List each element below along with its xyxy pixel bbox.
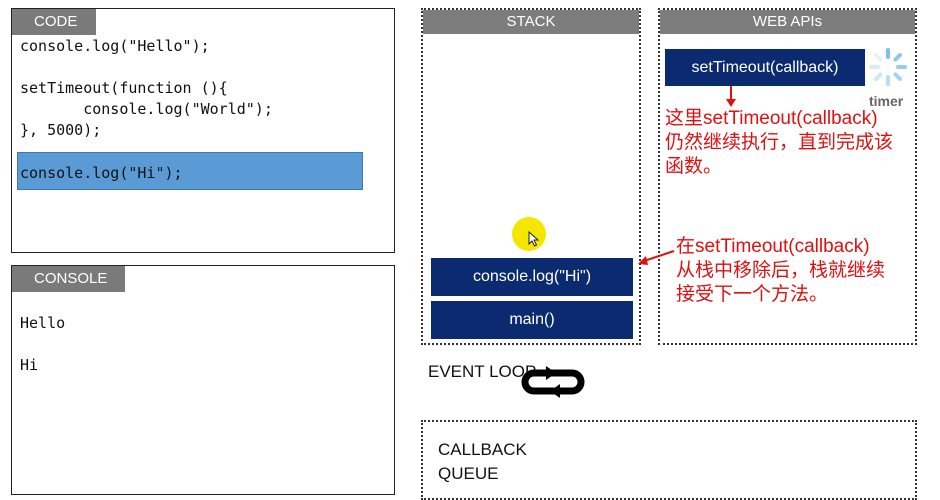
- web-apis-title: WEB APIs: [752, 13, 823, 30]
- stack-frame-label-1: console.log("Hi"): [472, 268, 592, 285]
- code-line-1: console.log("Hello");: [20, 37, 210, 55]
- code-line-4: }, 5000);: [20, 121, 102, 139]
- code-tab-label: CODE: [34, 13, 78, 30]
- web-api-settimeout-label: setTimeout(callback): [691, 59, 839, 76]
- loop-icon: [521, 366, 585, 398]
- stack-note: 在setTimeout(callback) 从栈中移除后，栈就继续 接受下一个方…: [676, 236, 886, 305]
- spinner-icon: [869, 48, 907, 86]
- code-tab: CODE: [12, 9, 96, 35]
- mouse-cursor-icon: [528, 231, 540, 247]
- stack-frame-label-2: main(): [509, 311, 555, 328]
- callback-queue-label-2: QUEUE: [438, 464, 499, 483]
- left-arrow-icon: [638, 250, 675, 265]
- console-output-2: Hi: [20, 356, 39, 374]
- callback-queue-panel: CALLBACK QUEUE: [421, 420, 917, 500]
- event-loop-label: EVENT LOOP: [428, 362, 537, 381]
- stack-panel: STACK console.log("Hi") main(): [421, 8, 641, 345]
- code-line-5: console.log("Hi");: [20, 164, 183, 182]
- web-api-note: 这里setTimeout(callback) 仍然继续执行，直到完成该 函数。: [665, 108, 894, 177]
- code-line-2: setTimeout(function (){: [20, 79, 228, 97]
- console-panel: CONSOLE Hello Hi: [11, 265, 395, 495]
- down-arrow-icon: [726, 86, 736, 107]
- web-apis-panel: WEB APIs setTimeout(callback) timer 这里se…: [658, 8, 917, 345]
- stack-title: STACK: [506, 13, 556, 30]
- console-tab: CONSOLE: [12, 266, 125, 292]
- code-panel: CODE console.log("Hello"); setTimeout(fu…: [11, 8, 395, 253]
- console-tab-label: CONSOLE: [34, 270, 108, 287]
- timer-label: timer: [869, 93, 904, 109]
- code-highlight: [17, 152, 363, 190]
- stack-frame-main: main(): [431, 301, 633, 339]
- callback-queue-label-1: CALLBACK: [438, 440, 527, 459]
- code-line-3: console.log("World");: [20, 100, 273, 118]
- stack-frame-console-log: console.log("Hi"): [431, 258, 633, 296]
- console-output-1: Hello: [20, 314, 66, 332]
- stack-header: STACK: [423, 10, 639, 34]
- web-apis-header: WEB APIs: [660, 10, 915, 34]
- web-api-settimeout-box: setTimeout(callback): [665, 49, 865, 86]
